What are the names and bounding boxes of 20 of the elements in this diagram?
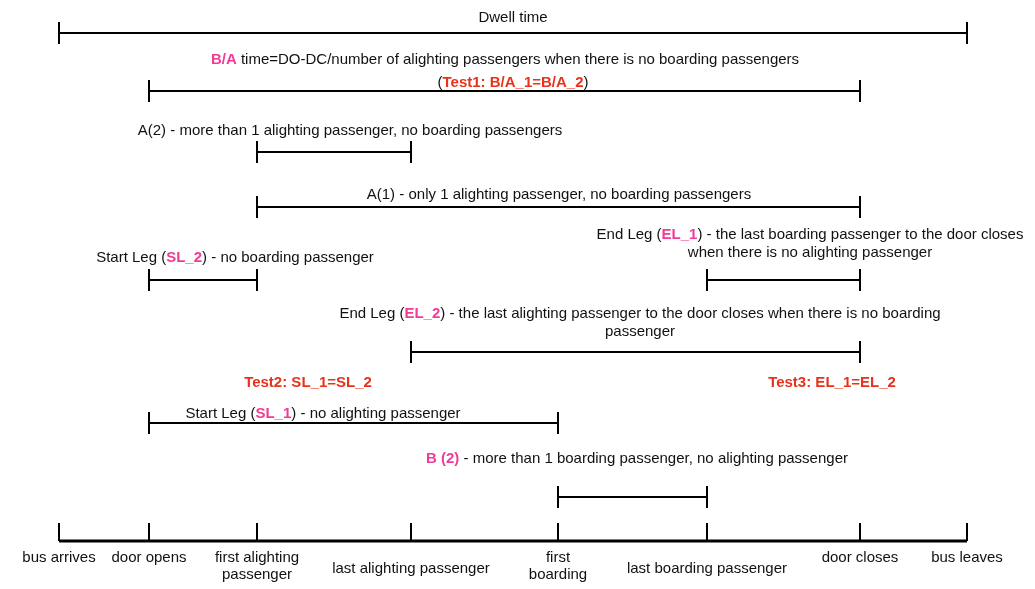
interval-label: Start Leg (SL_2) - no boarding passenger <box>95 248 375 266</box>
interval-label: A(1) - only 1 alighting passenger, no boarding passengers <box>365 185 753 203</box>
interval-label: A(2) - more than 1 alighting passenger, no boarding passengers <box>136 121 564 139</box>
interval-label: Start Leg (SL_1) - no alighting passenger <box>184 404 462 422</box>
event-label: last alighting passenger <box>331 559 491 576</box>
interval-label: End Leg (EL_1) - the last boarding passenger to the door closes when there is no alighting passenger <box>595 225 1025 261</box>
definition-text: B/A time=DO-DC/number of alighting passengers when there is no boarding passengers <box>209 50 801 68</box>
event-label: bus leaves <box>930 548 1004 565</box>
event-label: door opens <box>110 548 188 565</box>
test-label: Test3: EL_1=EL_2 <box>767 373 897 391</box>
event-label: last boarding passenger <box>625 559 789 576</box>
event-label: bus arrives <box>21 548 97 565</box>
test-label: Test2: SL_1=SL_2 <box>243 373 373 391</box>
event-label: first alighting passenger <box>213 548 301 582</box>
interval-label: End Leg (EL_2) - the last alighting passenger to the door closes when there is no boarding passenger <box>338 304 942 340</box>
test-label: (Test1: B/A_1=B/A_2) <box>436 73 590 91</box>
event-label: first boarding <box>527 548 589 582</box>
event-label: door closes <box>820 548 900 565</box>
interval-label: B (2) - more than 1 boarding passenger, no alighting passenger <box>425 449 849 467</box>
dimension-label: Dwell time <box>477 8 549 26</box>
